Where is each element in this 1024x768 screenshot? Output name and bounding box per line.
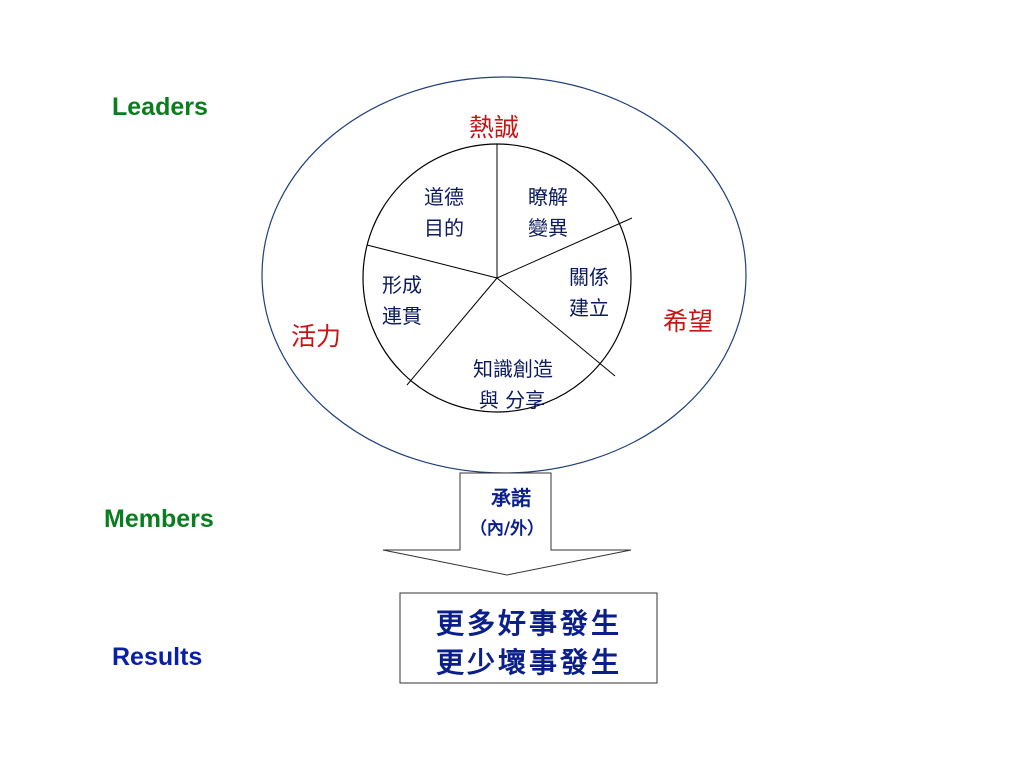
results-line-1: 更多好事發生 xyxy=(436,607,622,640)
segment-bottom-line2: 與 分享 xyxy=(479,388,545,412)
segment-top-left-line2: 目的 xyxy=(424,216,464,240)
segment-right-line2: 建立 xyxy=(569,296,609,320)
segment-right-line1: 關係 xyxy=(569,265,609,289)
outer-word-left: 活力 xyxy=(291,322,341,351)
segment-bottom-line1: 知識創造 xyxy=(473,357,553,381)
commitment-title: 承諾 xyxy=(491,486,531,510)
outer-word-right: 希望 xyxy=(663,307,713,336)
results-line-2: 更少壞事發生 xyxy=(436,646,622,679)
leaders-label: Leaders xyxy=(112,93,208,121)
divider-upper-left xyxy=(366,244,498,279)
commitment-arrow xyxy=(382,472,632,576)
commitment-subtitle: （內/外） xyxy=(470,518,544,539)
divider-lower-left xyxy=(406,277,498,386)
segment-left-line2: 連貫 xyxy=(382,304,422,328)
divider-upper-right xyxy=(496,217,633,279)
results-label: Results xyxy=(112,643,203,671)
segment-top-right-line1: 瞭解 xyxy=(528,185,568,209)
segment-left-line1: 形成 xyxy=(382,273,422,297)
results-box xyxy=(399,592,658,684)
segment-top-left-line1: 道德 xyxy=(424,185,464,209)
divider-lower-right xyxy=(496,277,616,377)
members-label: Members xyxy=(104,505,214,533)
segment-top-right-line2: 變異 xyxy=(528,216,568,240)
outer-word-top: 熱誠 xyxy=(469,113,519,142)
